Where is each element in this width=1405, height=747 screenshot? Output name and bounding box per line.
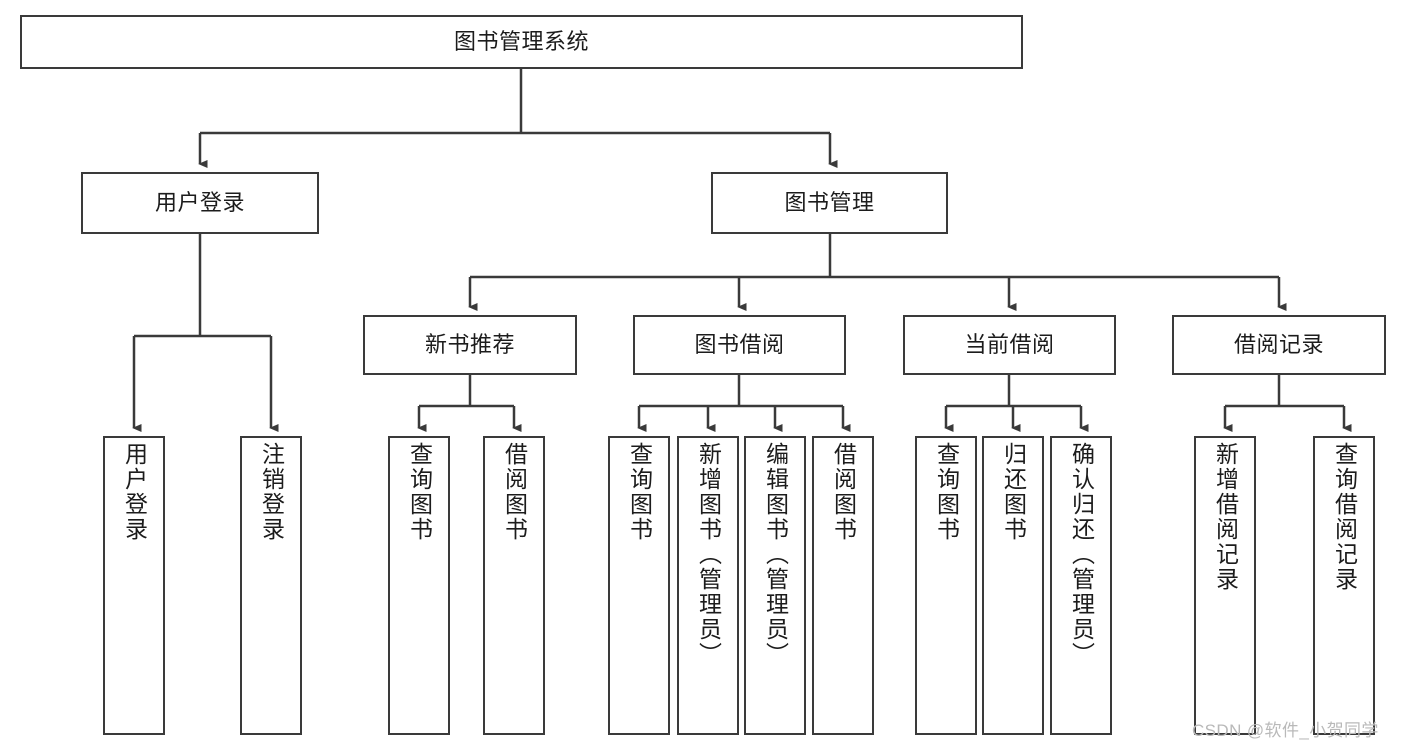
node-book-borrowing[interactable]: 图书借阅 [633, 315, 846, 375]
node-book-management-system[interactable]: 图书管理系统 [20, 15, 1023, 69]
leaf-node-borrow-books-b[interactable]: 借阅图书 [812, 436, 874, 735]
leaf-node-add-borrow-record[interactable]: 新增借阅记录 [1194, 436, 1256, 735]
csdn-watermark: CSDN @软件_小贺同学 [1192, 721, 1379, 740]
node-label: 借阅图书 [501, 442, 528, 542]
node-label: 借阅记录 [1233, 332, 1324, 358]
leaf-node-query-books-b[interactable]: 查询图书 [608, 436, 670, 735]
node-label: 归还图书 [1000, 442, 1027, 542]
node-label: 当前借阅 [964, 332, 1055, 358]
node-label: 借阅图书 [830, 442, 857, 542]
node-label: 新增图书（管理员） [695, 442, 722, 667]
node-label: 查询图书 [406, 442, 433, 542]
node-user-login[interactable]: 用户登录 [81, 172, 319, 234]
node-book-management[interactable]: 图书管理 [711, 172, 948, 234]
node-label: 新增借阅记录 [1212, 442, 1239, 592]
leaf-node-user-login[interactable]: 用户登录 [103, 436, 165, 735]
leaf-node-query-borrow-record[interactable]: 查询借阅记录 [1313, 436, 1375, 735]
node-label: 图书借阅 [694, 332, 785, 358]
leaf-node-query-books-c[interactable]: 查询图书 [915, 436, 977, 735]
node-borrowing-records[interactable]: 借阅记录 [1172, 315, 1386, 375]
node-label: 编辑图书（管理员） [762, 442, 789, 667]
node-label: 用户登录 [154, 190, 245, 216]
leaf-node-borrow-books-a[interactable]: 借阅图书 [483, 436, 545, 735]
leaf-node-return-books[interactable]: 归还图书 [982, 436, 1044, 735]
node-label: 查询借阅记录 [1331, 442, 1358, 592]
node-label: 注销登录 [258, 442, 285, 542]
node-current-borrowing[interactable]: 当前借阅 [903, 315, 1116, 375]
node-new-book-recommendation[interactable]: 新书推荐 [363, 315, 577, 375]
node-label: 用户登录 [121, 442, 148, 542]
leaf-node-confirm-return-admin[interactable]: 确认归还（管理员） [1050, 436, 1112, 735]
node-label: 新书推荐 [424, 332, 515, 358]
node-label: 查询图书 [626, 442, 653, 542]
node-label: 图书管理 [784, 190, 875, 216]
leaf-node-logout[interactable]: 注销登录 [240, 436, 302, 735]
leaf-node-query-books-a[interactable]: 查询图书 [388, 436, 450, 735]
leaf-node-add-book-admin[interactable]: 新增图书（管理员） [677, 436, 739, 735]
node-label: 查询图书 [933, 442, 960, 542]
node-label: 确认归还（管理员） [1068, 442, 1095, 667]
node-label: 图书管理系统 [453, 29, 589, 55]
leaf-node-edit-book-admin[interactable]: 编辑图书（管理员） [744, 436, 806, 735]
